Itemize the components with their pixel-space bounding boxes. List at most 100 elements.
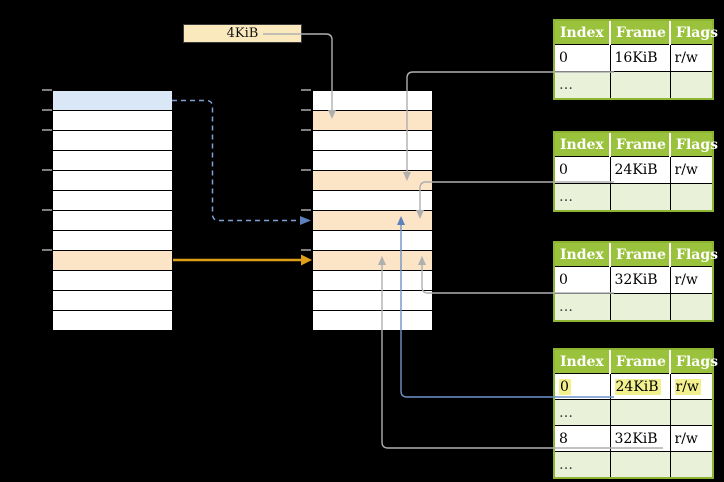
tick-mark [42,129,52,131]
memory-cell-row-white [53,111,172,131]
column-header-index: Index [555,243,611,267]
tick-mark [42,89,52,91]
highlighted-value: 24KiB [614,378,661,395]
memory-cell-row-white [53,151,172,171]
physical-memory-column [312,90,433,331]
highlighted-value: r/w [674,378,701,395]
memory-cell-row-white [313,131,432,151]
table-cell: 0 [555,156,611,184]
memory-cell-row-white [313,291,432,311]
tick-mark [301,209,311,211]
table-cell: 0 [555,266,611,294]
table-cell: 16KiB [610,44,671,72]
memory-cell-row-white [313,91,432,111]
memory-cell-row-white [53,211,172,231]
memory-cell-row-white [53,311,172,330]
highlighted-value: 0 [559,378,571,395]
tick-mark [301,169,311,171]
column-header-frame: Frame [610,243,671,267]
memory-cell-row-orange [313,111,432,131]
column-header-frame: Frame [610,133,671,157]
memory-cell-row-white [313,151,432,171]
column-header-index: Index [555,21,611,45]
table-row: … [555,399,712,426]
table-cell [610,399,671,426]
memory-cell-row-white [53,191,172,211]
column-header-flags: Flags [670,243,718,267]
column-header-flags: Flags [670,350,718,374]
table-cell [670,399,712,426]
arrowhead-right-icon [300,216,311,225]
tick-mark [301,129,311,131]
table-cell [670,293,712,320]
page-size-label: 4KiB [183,24,302,43]
table-row: … [555,451,712,477]
tick-mark [42,169,52,171]
memory-cell-row-white [53,271,172,291]
memory-cell-row-orange [313,211,432,231]
memory-cell-row-orange [53,251,172,271]
tick-mark [42,209,52,211]
table-cell: … [555,293,611,320]
memory-cell-row-white [53,171,172,191]
column-header-flags: Flags [670,21,718,45]
table-cell: … [555,71,611,98]
table-cell [670,451,712,477]
table-cell: 24KiB [610,373,671,400]
memory-cell-row-white [313,271,432,291]
table-cell [670,183,712,210]
table-cell: 32KiB [610,425,671,452]
memory-cell-row-white [313,311,432,330]
table-cell [610,183,671,210]
memory-cell-row-white [53,291,172,311]
table-cell: 32KiB [610,266,671,294]
table-cell: … [555,183,611,210]
column-header-index: Index [555,350,611,374]
table-row: … [555,71,712,98]
virtual-memory-column [52,90,173,331]
table-cell: 8 [555,425,611,452]
table-cell: r/w [670,425,712,452]
table-cell [610,293,671,320]
memory-cell-row-white [313,191,432,211]
table-cell: … [555,451,611,477]
table-cell: r/w [670,44,712,72]
memory-cell-row-white [313,231,432,251]
tick-mark [42,249,52,251]
memory-cell-row-orange [313,251,432,271]
tick-mark [301,89,311,91]
table-cell: … [555,399,611,426]
memory-cell-row-white [53,231,172,251]
column-header-flags: Flags [670,133,718,157]
table-cell: r/w [670,373,712,400]
table-cell [610,71,671,98]
tick-mark [301,249,311,251]
table-cell: r/w [670,266,712,294]
table-cell: 0 [555,373,611,400]
memory-cell-row-blue [53,91,172,111]
table-row: 0 24KiB r/w [555,373,712,400]
arrowhead-right-icon [301,254,312,266]
column-header-frame: Frame [610,21,671,45]
leader-line-dashed-translation [172,99,299,222]
table-cell: r/w [670,156,712,184]
table-row: … [555,293,712,320]
table-cell: 24KiB [610,156,671,184]
memory-cell-row-white [53,131,172,151]
table-cell [670,71,712,98]
table-row: … [555,183,712,210]
column-header-index: Index [555,133,611,157]
table-cell [610,451,671,477]
